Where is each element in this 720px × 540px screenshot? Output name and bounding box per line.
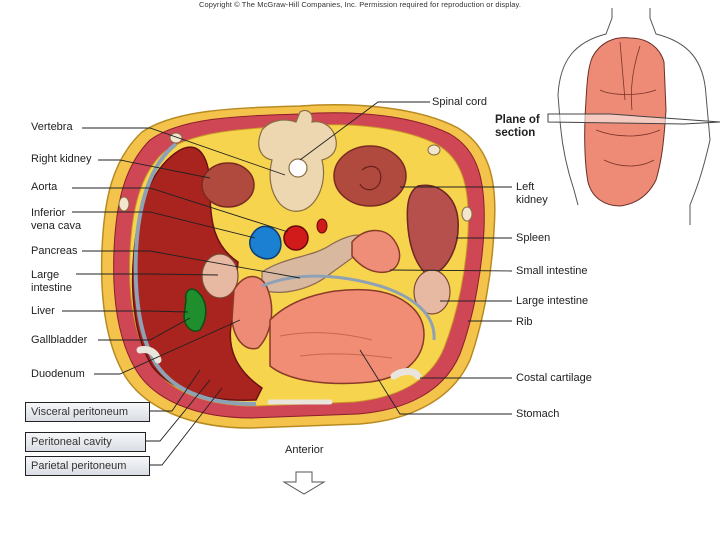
right-kidney (201, 162, 255, 208)
duodenum (231, 275, 273, 350)
label-left-kidney: Left kidney (516, 181, 548, 206)
label-vertebra: Vertebra (31, 121, 73, 133)
cross-section (100, 104, 496, 429)
label-visceral-peritoneum: Visceral peritoneum (25, 402, 150, 422)
label-pancreas: Pancreas (31, 245, 78, 257)
costal-cartilage (390, 368, 422, 380)
parietal-peritoneum-line (133, 142, 257, 406)
label-liver: Liver (31, 305, 55, 317)
label-small-intestine: Small intestine (516, 265, 588, 277)
label-large-intestine-left: Large intestine (31, 269, 72, 294)
label-spinal-cord: Spinal cord (432, 96, 488, 108)
spinal-cord (288, 158, 308, 178)
torso-inset (547, 8, 720, 225)
label-rib: Rib (516, 316, 533, 328)
label-aorta: Aorta (31, 181, 58, 193)
leader-lines (62, 101, 513, 466)
aorta (283, 225, 309, 251)
label-gallbladder: Gallbladder (31, 334, 88, 346)
label-inferior-vena-cava: Inferior vena cava (31, 207, 82, 232)
gallbladder (183, 288, 207, 332)
rib (461, 206, 473, 222)
label-plane-of-section: Plane of section (495, 114, 540, 139)
label-right-kidney: Right kidney (31, 153, 92, 165)
left-kidney (333, 145, 407, 207)
copyright-notice: Copyright © The McGraw-Hill Companies, I… (198, 0, 522, 9)
stomach (269, 288, 425, 385)
label-large-intestine-right: Large intestine (516, 295, 589, 307)
label-costal-cartilage: Costal cartilage (516, 372, 592, 384)
label-duodenum: Duodenum (31, 368, 85, 380)
label-anterior: Anterior (285, 444, 324, 456)
small-intestine (351, 229, 401, 274)
large-intestine-right-colon (201, 253, 239, 299)
label-spleen: Spleen (516, 232, 551, 244)
label-peritoneal-cavity: Peritoneal cavity (25, 432, 146, 452)
plane-of-section-marker (547, 113, 720, 125)
inferior-vena-cava (249, 225, 282, 260)
anterior-arrow-icon (282, 471, 326, 495)
label-stomach: Stomach (516, 408, 560, 420)
label-parietal-peritoneum: Parietal peritoneum (25, 456, 150, 476)
